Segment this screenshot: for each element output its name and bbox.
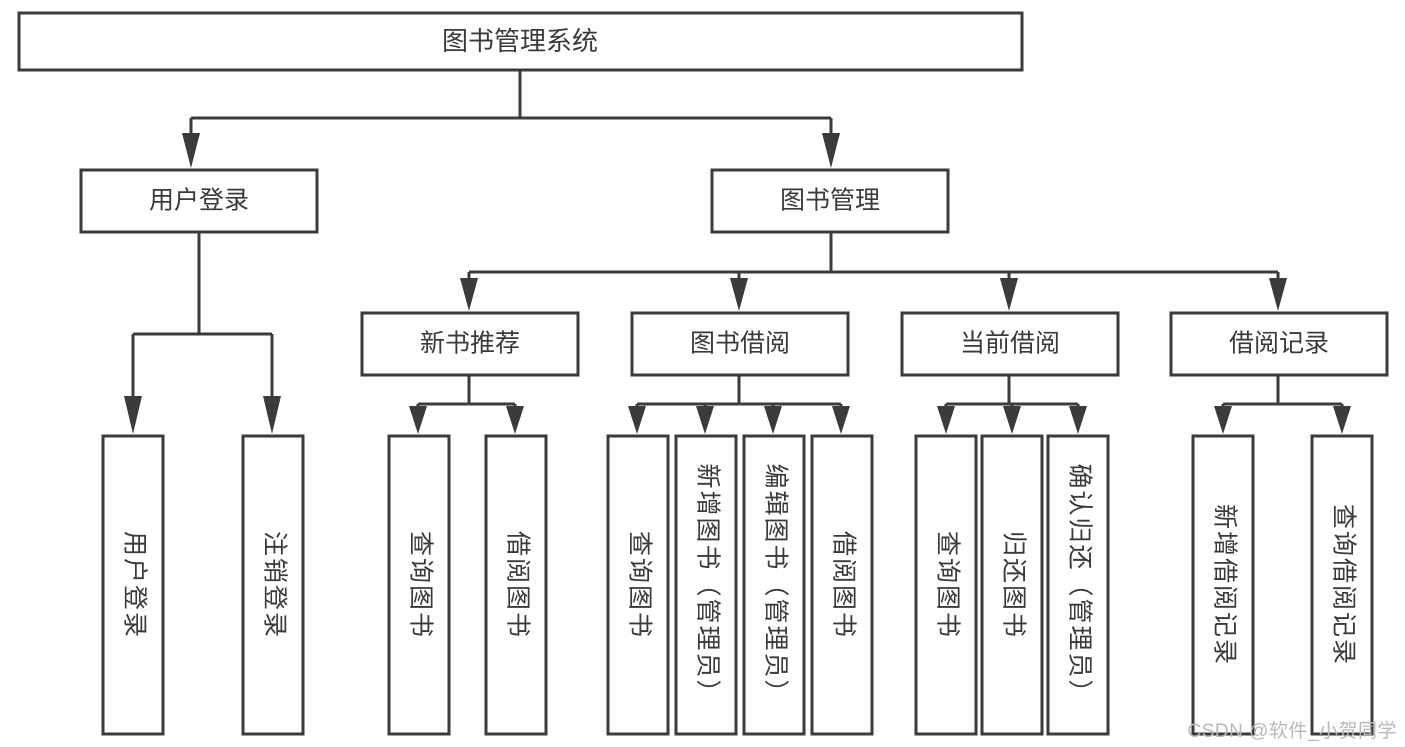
- leaf-label-newbook-borrow: 借阅图书: [503, 531, 531, 639]
- node-book-management-box[interactable]: [710, 168, 950, 234]
- csdn-watermark: CSDN @软件_小贺同学: [1187, 721, 1397, 742]
- arrowhead-bookborrow-leaf3: [764, 406, 782, 434]
- leaf-label-currentborrow-return: 归还图书: [999, 531, 1027, 639]
- arrowhead-bookborrow-leaf4: [832, 406, 850, 434]
- leaf-node[interactable]: 查询图书: [387, 434, 451, 736]
- leaf-node[interactable]: 查询图书: [914, 434, 978, 736]
- node-user-login-label: 用户登录: [149, 187, 249, 215]
- edge-group-current-borrow: [937, 375, 1087, 434]
- node-book-management-label: 图书管理: [780, 187, 880, 215]
- arrowhead-user-login: [182, 133, 200, 168]
- node-current-borrow-label: 当前借阅: [960, 330, 1060, 358]
- leaf-box-borrowrecord-query[interactable]: [1310, 434, 1374, 736]
- leaf-box-user-login[interactable]: [101, 434, 165, 736]
- arrowhead-currentborrow-leaf2: [1003, 406, 1021, 434]
- leaf-box-bookborrow-borrow[interactable]: [810, 434, 874, 736]
- node-book-management[interactable]: 图书管理: [710, 168, 950, 234]
- node-book-borrow-label: 图书借阅: [690, 330, 790, 358]
- leaf-box-currentborrow-return[interactable]: [980, 434, 1044, 736]
- leaf-node[interactable]: 查询借阅记录: [1310, 434, 1374, 736]
- node-root[interactable]: 图书管理系统: [17, 11, 1024, 72]
- edge-group-borrow-record: [1214, 375, 1351, 434]
- leaf-label-bookborrow-edit: 编辑图书（管理员）: [761, 463, 789, 706]
- leaf-node[interactable]: 新增图书（管理员）: [674, 434, 738, 736]
- edge-group-user-login: [124, 232, 281, 434]
- node-book-borrow[interactable]: 图书借阅: [630, 311, 850, 377]
- leaf-box-borrowrecord-add[interactable]: [1191, 434, 1255, 736]
- node-borrow-record[interactable]: 借阅记录: [1169, 311, 1389, 377]
- node-current-borrow[interactable]: 当前借阅: [900, 311, 1120, 377]
- leaf-label-bookborrow-query: 查询图书: [625, 531, 653, 639]
- arrowhead-borrowrecord-leaf1: [1214, 406, 1232, 434]
- leaf-node[interactable]: 注销登录: [241, 434, 305, 736]
- arrowhead-newbook-leaf1: [409, 406, 427, 434]
- node-user-login-box[interactable]: [79, 168, 319, 234]
- leaf-box-bookborrow-query[interactable]: [606, 434, 670, 736]
- node-new-book-recommend-label: 新书推荐: [420, 330, 520, 358]
- leaf-label-currentborrow-confirm: 确认归还（管理员）: [1065, 463, 1093, 706]
- leaf-box-bookborrow-edit[interactable]: [742, 434, 806, 736]
- arrowhead-bookborrow-leaf1: [628, 406, 646, 434]
- edge-group-new-book: [409, 375, 524, 434]
- leaf-node[interactable]: 借阅图书: [810, 434, 874, 736]
- leaf-label-logout: 注销登录: [260, 531, 288, 639]
- node-new-book-recommend-box[interactable]: [360, 311, 580, 377]
- node-root-label: 图书管理系统: [442, 26, 598, 56]
- leaf-node[interactable]: 归还图书: [980, 434, 1044, 736]
- leaf-box-newbook-query[interactable]: [387, 434, 451, 736]
- node-borrow-record-label: 借阅记录: [1229, 330, 1329, 358]
- arrowhead-new-book: [460, 278, 478, 311]
- arrowhead-borrow-record: [1269, 278, 1287, 311]
- edge-group-book-mgmt: [460, 232, 1287, 311]
- leaf-label-bookborrow-add: 新增图书（管理员）: [693, 463, 721, 706]
- leaf-label-bookborrow-borrow: 借阅图书: [829, 531, 857, 639]
- leaf-node[interactable]: 编辑图书（管理员）: [742, 434, 806, 736]
- node-book-borrow-box[interactable]: [630, 311, 850, 377]
- leaf-box-currentborrow-confirm[interactable]: [1046, 434, 1110, 736]
- leaf-label-newbook-query: 查询图书: [406, 531, 434, 639]
- edge-group-book-borrow: [628, 375, 850, 434]
- leaf-box-logout[interactable]: [241, 434, 305, 736]
- leaf-label-currentborrow-query: 查询图书: [933, 531, 961, 639]
- arrowhead-currentborrow-leaf3: [1069, 406, 1087, 434]
- arrowhead-currentborrow-leaf1: [937, 406, 955, 434]
- leaf-node[interactable]: 新增借阅记录: [1191, 434, 1255, 736]
- leaf-box-newbook-borrow[interactable]: [484, 434, 548, 736]
- node-user-login[interactable]: 用户登录: [79, 168, 319, 234]
- node-borrow-record-box[interactable]: [1169, 311, 1389, 377]
- leaf-box-currentborrow-query[interactable]: [914, 434, 978, 736]
- edge-group-root: [182, 70, 840, 168]
- arrowhead-newbook-leaf2: [506, 406, 524, 434]
- leaf-node[interactable]: 用户登录: [101, 434, 165, 736]
- node-new-book-recommend[interactable]: 新书推荐: [360, 311, 580, 377]
- leaf-box-bookborrow-add[interactable]: [674, 434, 738, 736]
- arrowhead-current-borrow: [1000, 278, 1018, 311]
- leaf-node[interactable]: 确认归还（管理员）: [1046, 434, 1110, 736]
- node-root-box[interactable]: [17, 11, 1024, 72]
- arrowhead-leaf-user-login: [124, 396, 142, 434]
- arrowhead-book-borrow: [730, 278, 748, 311]
- leaf-label-borrowrecord-query: 查询借阅记录: [1329, 504, 1357, 666]
- leaf-label-user-login: 用户登录: [120, 531, 148, 639]
- arrowhead-leaf-logout: [263, 396, 281, 434]
- leaf-label-borrowrecord-add: 新增借阅记录: [1210, 504, 1238, 666]
- leaf-node[interactable]: 借阅图书: [484, 434, 548, 736]
- arrowhead-bookborrow-leaf2: [696, 406, 714, 434]
- arrowhead-borrowrecord-leaf2: [1333, 406, 1351, 434]
- node-current-borrow-box[interactable]: [900, 311, 1120, 377]
- leaf-node[interactable]: 查询图书: [606, 434, 670, 736]
- arrowhead-book-mgmt: [822, 133, 840, 168]
